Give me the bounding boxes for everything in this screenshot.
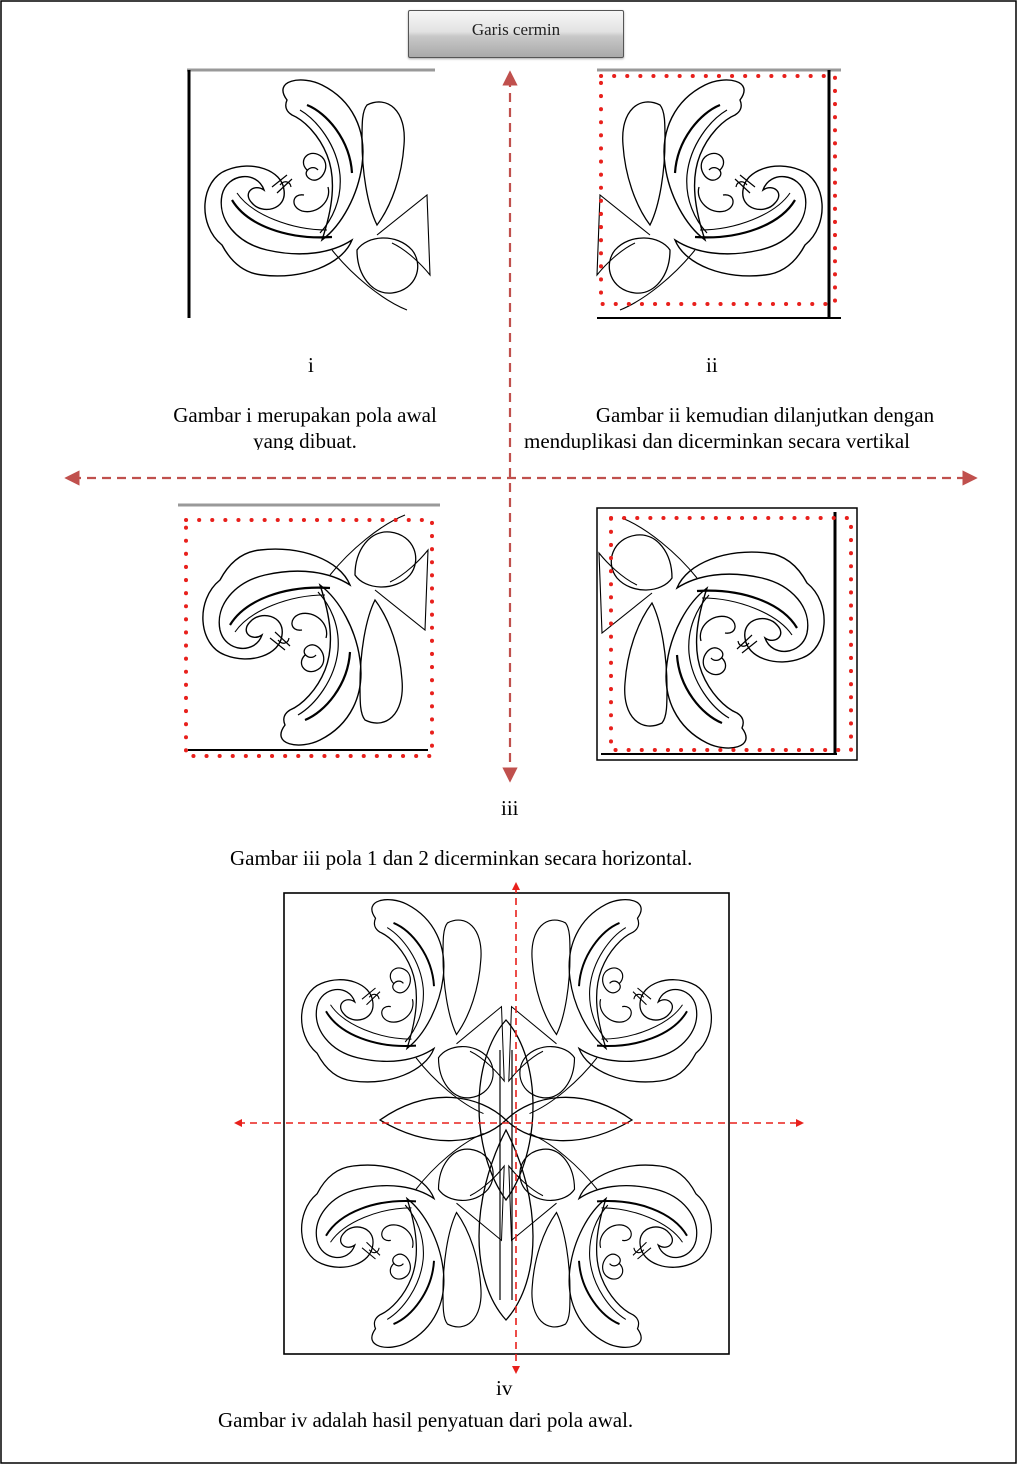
figure-iv-caption: Gambar iv adalah hasil penyatuan dari po… (218, 1407, 633, 1433)
figure-ii-pattern (597, 70, 841, 318)
figure-i-pattern (187, 70, 435, 318)
figure-ii-caption-line2: menduplikasi dan dicerminkan secara vert… (524, 428, 1017, 450)
figure-i-caption-line1: Gambar i merupakan pola awal (90, 402, 520, 428)
figure-iii-left-pattern (178, 505, 440, 756)
figure-iii-label: iii (501, 795, 519, 821)
figure-ii-label: ii (706, 352, 718, 378)
figure-ii-caption-line1: Gambar ii kemudian dilanjutkan dengan (530, 402, 1000, 428)
figure-iii-caption: Gambar iii pola 1 dan 2 dicerminkan seca… (230, 845, 692, 871)
figure-i-label: i (308, 352, 314, 378)
garis-cermin-button[interactable]: Garis cermin (408, 10, 624, 58)
figure-iii-right-pattern (597, 508, 857, 760)
figure-iv-label: iv (496, 1375, 512, 1401)
figure-i-caption-line2: yang dibuat. (90, 428, 520, 450)
